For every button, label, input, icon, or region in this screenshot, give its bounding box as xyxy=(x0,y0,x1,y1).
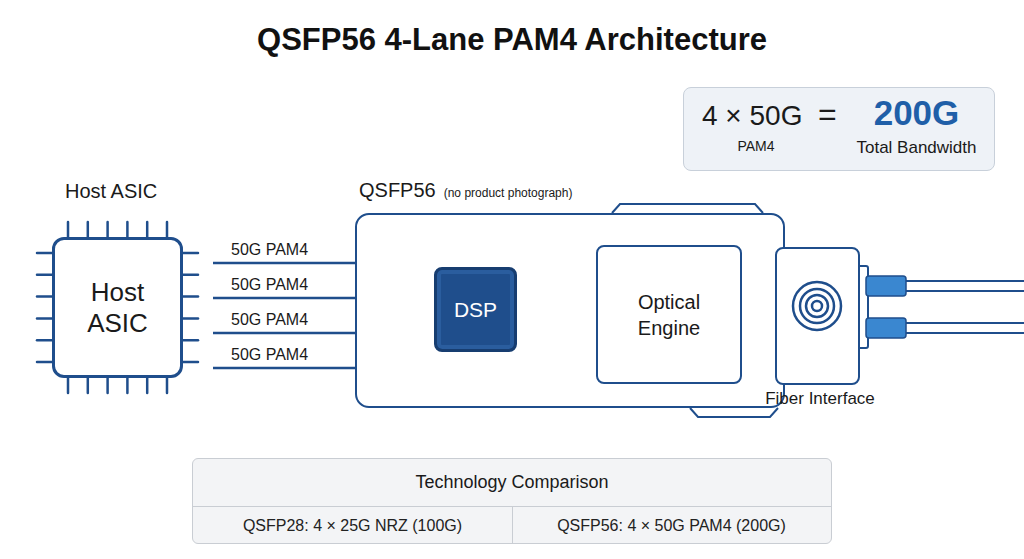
node-text: Fiber Interface xyxy=(765,388,875,410)
lane-label: 50G PAM4 xyxy=(231,311,308,329)
table-rule xyxy=(512,506,513,543)
chip-pin xyxy=(67,222,70,237)
chip-pin xyxy=(106,378,109,393)
node-text: QSFP56: 4 × 50G PAM4 (200G) xyxy=(512,506,831,545)
node-text: QSFP28: 4 × 25G NRZ (100G) xyxy=(193,506,512,545)
chip-pin xyxy=(87,378,90,393)
comparison-table: Technology ComparisonQSFP28: 4 × 25G NRZ… xyxy=(192,458,832,544)
chip-pin xyxy=(183,339,198,342)
chip-pin xyxy=(183,361,198,364)
node-text: QSFP56 xyxy=(359,179,436,202)
diagram-title: QSFP56 4-Lane PAM4 Architecture xyxy=(0,22,1024,58)
fiber-ring xyxy=(800,289,834,323)
chip-pin xyxy=(87,222,90,237)
chip-pin xyxy=(37,295,52,298)
node-text: 4 × 50G xyxy=(702,100,802,132)
lane-label: 50G PAM4 xyxy=(231,276,308,294)
chip-pin xyxy=(183,295,198,298)
lane-label: 50G PAM4 xyxy=(231,346,308,364)
table-rule xyxy=(193,506,831,507)
chip-pin xyxy=(166,378,169,393)
lane-label: 50G PAM4 xyxy=(231,241,308,259)
node-text: Host ASIC xyxy=(65,180,157,203)
chip-pin xyxy=(166,222,169,237)
fiber-ring xyxy=(806,295,828,317)
fiber-ring xyxy=(812,301,822,311)
bandwidth-box: 4 × 50G PAM4 =200G Total Bandwidth xyxy=(683,87,995,171)
chip-pin xyxy=(183,274,198,277)
qsfp56-housing: QSFP56(no product photograph)DSPOptical … xyxy=(355,213,785,408)
housing-tab xyxy=(690,408,778,417)
chip-pin xyxy=(126,378,129,393)
chip-pin xyxy=(37,274,52,277)
node-text: PAM4 xyxy=(702,138,810,154)
fiber-plug xyxy=(866,318,906,338)
chip-pin xyxy=(183,252,198,255)
chip-pin xyxy=(37,252,52,255)
node-text: (no product photograph) xyxy=(444,186,573,200)
chip-pin xyxy=(106,222,109,237)
node-text: Optical Engine xyxy=(598,289,740,341)
fiber-line xyxy=(900,332,1024,334)
node-text: 200G xyxy=(844,93,989,133)
node-text: DSP xyxy=(437,298,514,322)
chip-pin xyxy=(183,317,198,320)
host-asic-chip: Host ASICHost ASIC xyxy=(52,237,183,378)
optical-engine-box: Optical Engine xyxy=(596,245,742,384)
housing-tab xyxy=(612,204,763,213)
chip-pin xyxy=(37,361,52,364)
fiber-line xyxy=(900,290,1024,292)
fiber-line xyxy=(900,280,1024,282)
fiber-line xyxy=(900,322,1024,324)
chip-pin xyxy=(126,222,129,237)
chip-pin xyxy=(146,222,149,237)
node-text: Technology Comparison xyxy=(193,459,831,506)
dsp-chip: DSP xyxy=(434,267,517,352)
node-text: Host ASIC xyxy=(55,276,180,338)
chip-pin xyxy=(37,317,52,320)
chip-pin xyxy=(37,339,52,342)
fiber-rings xyxy=(777,249,858,383)
fiber-interface-box: Fiber Interface xyxy=(775,247,860,385)
fiber-plug xyxy=(866,276,906,296)
node-text: = xyxy=(818,96,837,133)
chip-pin xyxy=(146,378,149,393)
chip-pin xyxy=(67,378,70,393)
fiber-ring xyxy=(793,282,841,330)
node-text: Total Bandwidth xyxy=(844,138,989,158)
